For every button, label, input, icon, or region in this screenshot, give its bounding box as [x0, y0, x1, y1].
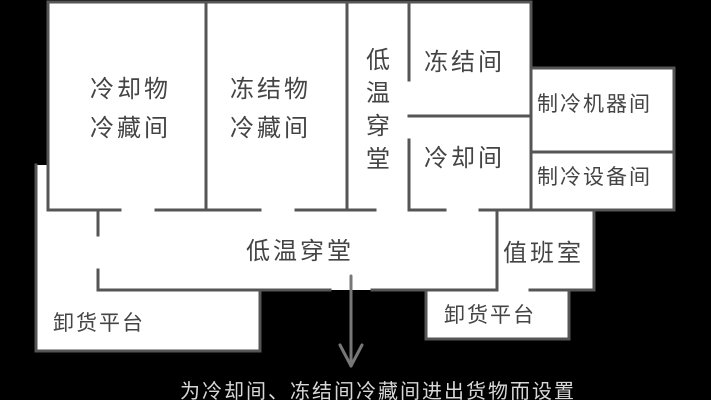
walls: [34, 0, 676, 353]
room-labels: 冷却物 冷藏间 冻结物 冷藏间 低 温 穿 堂 冻结间 冷却间 制冷机器间 制冷…: [53, 46, 652, 335]
label-vertical-corridor: 低 温 穿 堂: [366, 46, 390, 173]
label-cooling-storage-2: 冷藏间: [90, 114, 171, 142]
label-duty-room: 值班室: [503, 239, 584, 267]
corridor-fill: [36, 165, 594, 290]
upper-block-outline: [46, 0, 533, 212]
right-platform-outline: [424, 288, 571, 341]
duty-room-right-wall: [567, 208, 596, 292]
label-equipment-room: 制冷设备间: [537, 165, 652, 189]
label-frozen-storage-1: 冻结物: [230, 75, 311, 103]
label-low-temp-corridor: 低温穿堂: [246, 237, 354, 265]
label-machine-room: 制冷机器间: [537, 92, 652, 116]
left-platform-outline: [34, 163, 262, 353]
label-vertical-corridor-char-3: 穿: [366, 112, 390, 140]
label-unloading-platform-left: 卸货平台: [53, 311, 145, 335]
label-unloading-platform-right: 卸货平台: [444, 303, 536, 327]
label-cooling-room: 冷却间: [424, 144, 505, 172]
label-vertical-corridor-char-4: 堂: [366, 145, 390, 173]
annotation-arrow: [338, 274, 364, 368]
label-freezing-room: 冻结间: [424, 48, 505, 76]
label-vertical-corridor-char-2: 温: [366, 79, 390, 107]
arrow-head: [338, 343, 364, 368]
left-platform-fill: [36, 280, 260, 351]
annotation-text: 为冷却间、冻结间冷藏间进出货物而设置: [180, 379, 576, 400]
machine-wing-outline: [529, 66, 676, 212]
label-vertical-corridor-char-1: 低: [366, 46, 390, 74]
label-cooling-storage-1: 冷却物: [90, 75, 171, 103]
label-frozen-storage-2: 冷藏间: [230, 114, 311, 142]
room-fills: [36, 2, 674, 351]
